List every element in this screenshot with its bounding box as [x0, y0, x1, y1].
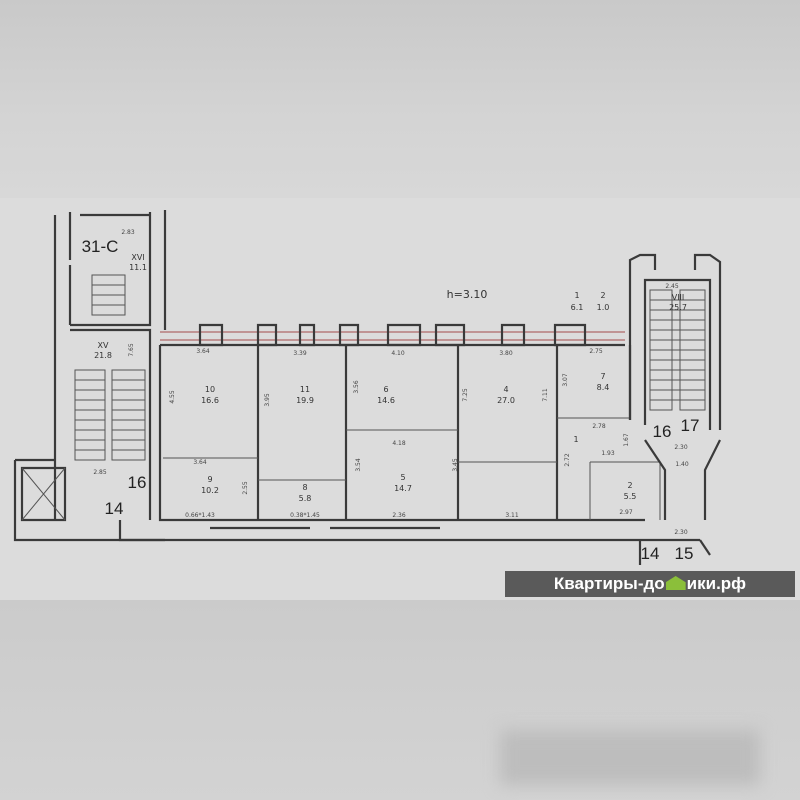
room-5-number: 5 — [400, 473, 405, 482]
dimension: 3.95 — [264, 393, 271, 407]
room-5-area: 14.7 — [394, 484, 412, 493]
dimension: 2.75 — [589, 348, 603, 355]
dimension: 3.11 — [505, 512, 519, 519]
dimension: 2.78 — [592, 423, 606, 430]
room-4-number: 4 — [503, 385, 508, 394]
dimension: 2.30 — [674, 444, 688, 451]
dimension: 3.07 — [562, 373, 569, 387]
dimension: 2.85 — [93, 469, 107, 476]
dimension: 3.45 — [452, 458, 459, 472]
dimension: 4.10 — [391, 350, 405, 357]
dimension: 7.65 — [128, 343, 135, 357]
room-11-number: 11 — [300, 385, 310, 394]
room-9-number: 9 — [207, 475, 212, 484]
room-6-number: 6 — [383, 385, 388, 394]
section-label: 16 — [128, 473, 147, 492]
room-10-area: 16.6 — [201, 396, 219, 405]
ceiling-height-label: h=3.10 — [447, 288, 488, 301]
dimension: 0.66*1.43 — [185, 512, 215, 519]
dimension: 2.36 — [392, 512, 406, 519]
dimension: 3.64 — [193, 459, 207, 466]
dimension: 0.38*1.45 — [290, 512, 320, 519]
watermark-text-1: Квартиры-до — [553, 574, 665, 593]
room-xvi-number: XVI — [131, 253, 144, 262]
section-labels: 31-С 16 14 16 17 14 15 — [82, 237, 700, 563]
watermark-text-2: ики.рф — [686, 574, 747, 593]
room-2-header-area: 1.0 — [597, 303, 610, 312]
room-4-area: 27.0 — [497, 396, 515, 405]
dimension: 3.64 — [196, 348, 210, 355]
section-label: 15 — [675, 544, 694, 563]
dimension: 2.30 — [674, 529, 688, 536]
blurred-background-top — [0, 0, 800, 200]
dimension: 2.45 — [665, 283, 679, 290]
room-1-header-number: 1 — [574, 291, 579, 300]
room-8-number: 8 — [302, 483, 307, 492]
dimension: 3.54 — [355, 458, 362, 472]
dimension: 3.80 — [499, 350, 513, 357]
section-label: 14 — [105, 499, 124, 518]
stairs-right — [649, 289, 706, 411]
room-10-number: 10 — [205, 385, 215, 394]
room-11-area: 19.9 — [296, 396, 314, 405]
section-label: 17 — [681, 416, 700, 435]
dimension: 3.39 — [293, 350, 307, 357]
blurred-shadow — [500, 730, 760, 785]
room-9-area: 10.2 — [201, 486, 219, 495]
dimension: 2.97 — [619, 509, 633, 516]
dimension: 2.55 — [242, 481, 249, 495]
dimension: 7.11 — [542, 388, 549, 402]
watermark: Квартиры-до ики.рф — [505, 571, 795, 597]
dimension: 1.40 — [675, 461, 689, 468]
dimension: 2.72 — [564, 453, 571, 467]
room-xv-number: XV — [98, 341, 109, 350]
room-xvi-area: 11.1 — [129, 263, 147, 272]
section-label: 16 — [653, 422, 672, 441]
dimension: 1.93 — [601, 450, 615, 457]
room-xv-area: 21.8 — [94, 351, 112, 360]
dimension: 1.67 — [623, 433, 630, 447]
room-7-area: 8.4 — [597, 383, 610, 392]
dimension: 3.56 — [353, 380, 360, 394]
dimensions: 3.64 3.39 4.10 3.80 2.75 3.64 2.85 4.18 … — [93, 229, 689, 536]
dimension: 7.25 — [462, 388, 469, 402]
room-8-area: 5.8 — [299, 494, 312, 503]
dimension: 2.83 — [121, 229, 135, 236]
room-2-header-number: 2 — [600, 291, 605, 300]
room-1-header-area: 6.1 — [571, 303, 584, 312]
room-viii-number: VIII — [672, 293, 685, 302]
room-2-area: 5.5 — [624, 492, 637, 501]
dimension: 4.18 — [392, 440, 406, 447]
room-6-area: 14.6 — [377, 396, 395, 405]
house-logo-icon — [665, 576, 686, 590]
stairs-left — [74, 274, 146, 461]
room-labels: 10 16.6 11 19.9 6 14.6 4 27.0 7 8.4 9 10… — [94, 253, 687, 503]
corridor-label: 1 — [573, 435, 578, 444]
room-viii-area: 25.7 — [669, 303, 687, 312]
room-2-number: 2 — [627, 481, 632, 490]
dimension: 4.55 — [169, 390, 176, 404]
room-7-number: 7 — [600, 372, 605, 381]
section-label: 31-С — [82, 237, 119, 256]
section-label: 14 — [641, 544, 660, 563]
